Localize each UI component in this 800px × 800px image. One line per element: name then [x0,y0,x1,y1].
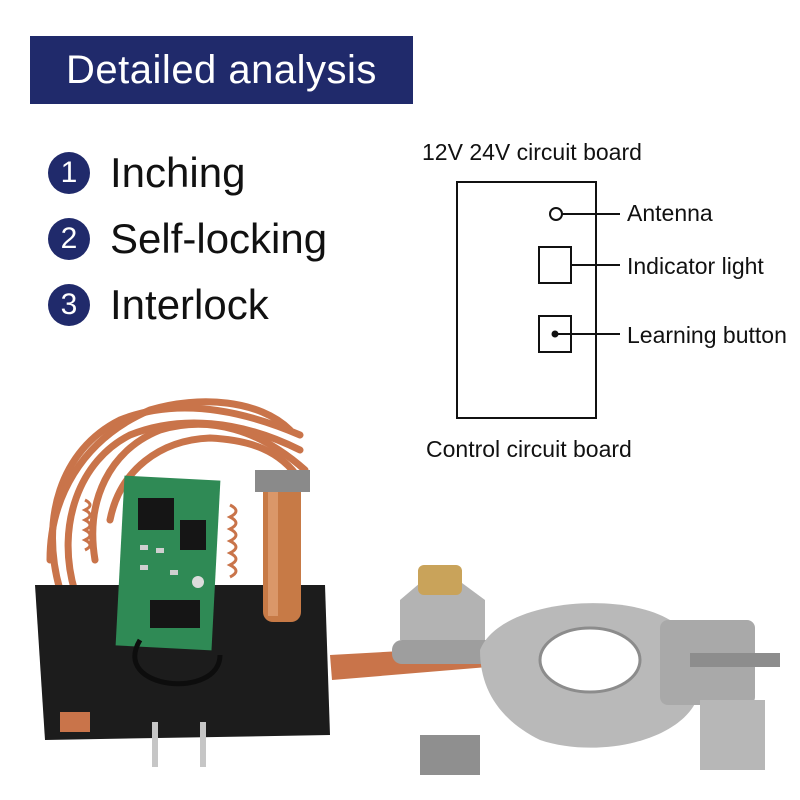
feature-item: 3 Interlock [48,272,327,338]
indicator-light-icon [538,246,572,284]
relay-pin [152,722,158,767]
diagram-title: 12V 24V circuit board [422,139,642,165]
banner-title: Detailed analysis [66,47,377,92]
diagram-caption: Control circuit board [426,436,632,462]
relay-product-photo [35,398,780,775]
indicator-light-label: Indicator light [627,253,764,279]
black-wire [132,638,223,687]
antenna-label: Antenna [627,200,713,226]
feature-item: 2 Self-locking [48,206,327,272]
learning-button-label: Learning button [627,322,787,348]
title-banner: Detailed analysis [30,36,413,104]
feature-item: 1 Inching [48,140,327,206]
hex-nut [400,583,485,640]
bolt-head [418,565,462,595]
copper-braid-wires [46,398,309,596]
antenna-icon [549,207,563,221]
number-badge: 2 [48,218,90,260]
number-badge: 3 [48,284,90,326]
relay-base [35,585,330,740]
relay-pin [200,722,206,767]
springs [81,498,238,579]
feature-list: 1 Inching 2 Self-locking 3 Interlock [48,140,327,338]
feature-label: Interlock [110,281,269,328]
board-outline [456,181,597,419]
number-badge: 1 [48,152,90,194]
feature-label: Self-locking [110,215,328,262]
feature-label: Inching [110,149,246,196]
